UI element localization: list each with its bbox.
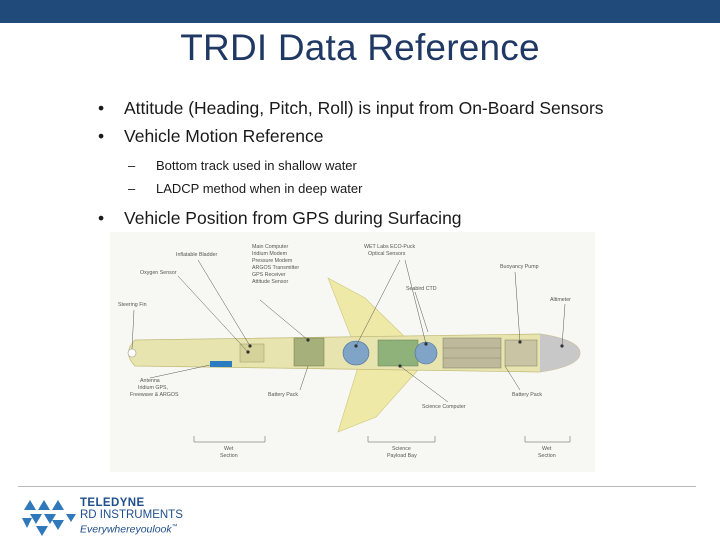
top-bar (0, 0, 720, 23)
label-altimeter: Altimeter (550, 297, 571, 303)
bullet-list: • Attitude (Heading, Pitch, Roll) is inp… (96, 94, 604, 232)
leader-dots (246, 338, 564, 368)
logo-line-tagline: Everywhereyoulook™ (80, 521, 183, 536)
label-wet-labs: WET Labs ECO-Puck (364, 244, 415, 250)
sub-bullet-text: Bottom track used in shallow water (156, 158, 357, 173)
label-argos-transmitter: ARGOS Transmitter (252, 265, 299, 271)
sub-bullet-item: – Bottom track used in shallow water (96, 154, 604, 177)
label-optical-sensors: Optical Sensors (368, 251, 406, 257)
label-science-bay: Science (392, 446, 411, 452)
bullet-text: Vehicle Motion Reference (124, 126, 324, 146)
label-pressure-modem: Pressure Modem (252, 258, 293, 264)
sub-bullet-marker: – (128, 181, 136, 196)
slide-title: TRDI Data Reference (180, 27, 540, 68)
antenna-housing (210, 361, 232, 367)
bullet-item: • Attitude (Heading, Pitch, Roll) is inp… (96, 94, 604, 122)
label-battery-pack-right: Battery Pack (512, 392, 542, 398)
label-main-computer: Main Computer (252, 244, 288, 250)
label-antenna-freewave: Freewave & ARGOS (130, 392, 179, 398)
footer-divider (18, 486, 696, 487)
battery-pack-block (442, 337, 502, 369)
glider-diagram: Inflatable Bladder Oxygen Sensor Steerin… (110, 232, 595, 472)
logo-line-rd-instruments: RD INSTRUMENTS (80, 509, 183, 521)
label-oxygen-sensor: Oxygen Sensor (140, 270, 177, 276)
logo-text: TELEDYNE RD INSTRUMENTS Everywhereyouloo… (80, 497, 183, 536)
sub-bullet-marker: – (128, 158, 136, 173)
label-wet-section-left: Wet (224, 446, 234, 452)
label-antenna-iridium: Iridium GPS, (138, 385, 168, 391)
label-science-computer: Science Computer (422, 404, 466, 410)
section-brackets (193, 436, 571, 443)
label-wet-section-right-2: Section (538, 453, 556, 459)
label-inflatable-bladder: Inflatable Bladder (176, 252, 217, 258)
bullet-text: Vehicle Position from GPS during Surfaci… (124, 208, 462, 228)
logo-tm: ™ (171, 524, 178, 530)
tail-antenna (127, 348, 137, 358)
bullet-item: • Vehicle Position from GPS during Surfa… (96, 204, 604, 232)
sub-bullet-text: LADCP method when in deep water (156, 181, 363, 196)
label-wet-section-left-2: Section (220, 453, 238, 459)
oxygen-sensor-block (239, 343, 265, 363)
label-iridium-modem: Iridium Modem (252, 251, 288, 257)
bullet-item: • Vehicle Motion Reference (96, 122, 604, 150)
label-antenna: Antenna (140, 378, 160, 384)
optical-sensor (342, 340, 370, 366)
ctd-sensor (414, 341, 438, 365)
label-buoyancy-pump: Buoyancy Pump (500, 264, 539, 270)
label-seabird-ctd: Seabird CTD (406, 286, 437, 292)
label-attitude-sensor: Attitude Sensor (252, 279, 288, 285)
label-steering-fin: Steering Fin (118, 302, 147, 308)
teledyne-logo-icon (22, 500, 76, 536)
bullet-marker: • (98, 208, 105, 228)
label-science-bay-2: Payload Bay (387, 453, 417, 459)
bullet-marker: • (98, 126, 105, 146)
leader-lines (131, 259, 566, 403)
bullet-marker: • (98, 98, 105, 118)
label-battery-pack-left: Battery Pack (268, 392, 298, 398)
label-wet-section-right: Wet (542, 446, 552, 452)
label-gps-receiver: GPS Receiver (252, 272, 286, 278)
bullet-text: Attitude (Heading, Pitch, Roll) is input… (124, 98, 604, 118)
buoyancy-pump-block (504, 339, 538, 367)
logo-line-teledyne: TELEDYNE (80, 497, 145, 509)
main-computer-block (293, 337, 325, 367)
science-computer-block (377, 339, 419, 367)
sub-bullet-item: – LADCP method when in deep water (96, 177, 604, 200)
nose-cone (540, 334, 580, 372)
logo-tagline-text: Everywhereyoulook (80, 523, 172, 536)
